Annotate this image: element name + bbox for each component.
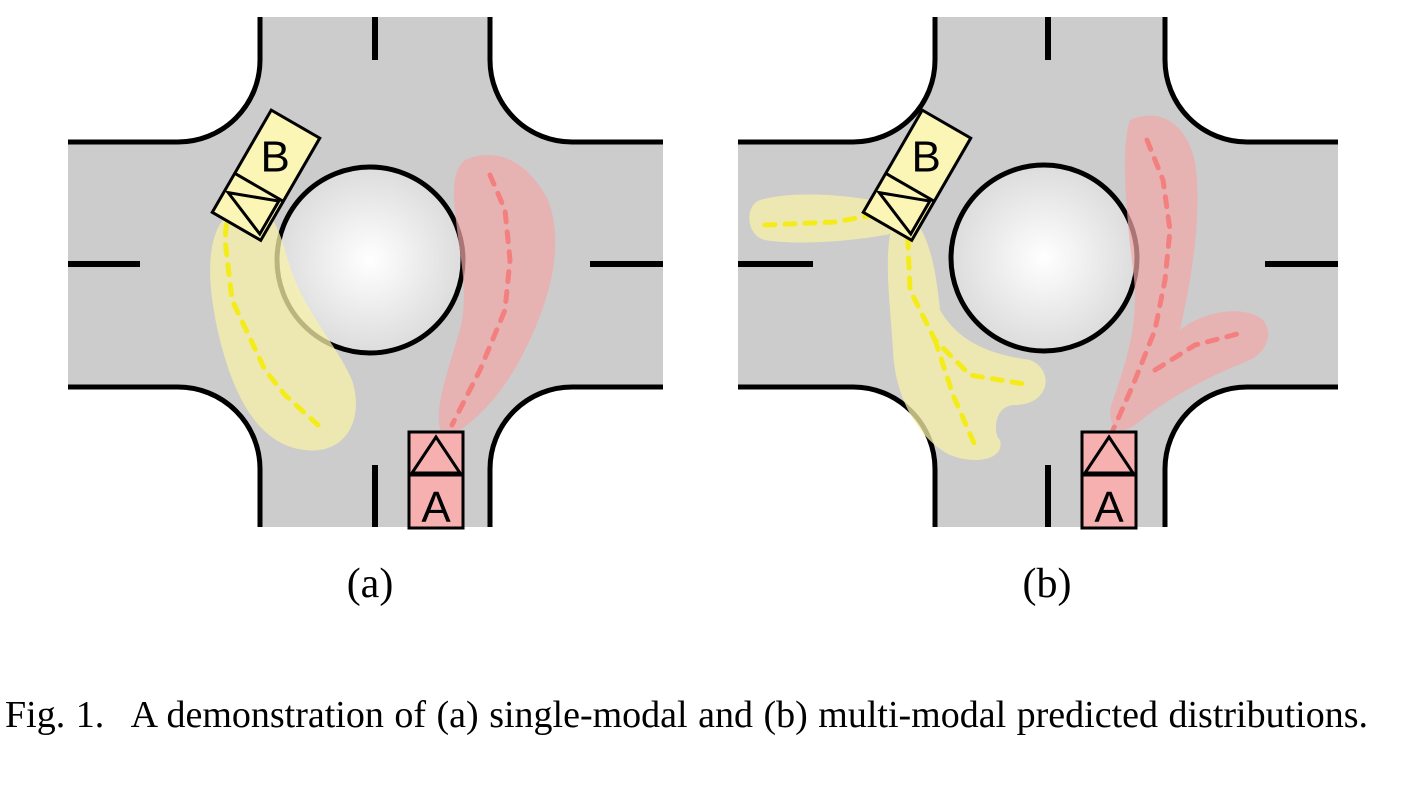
car-a-label: A	[1094, 483, 1124, 532]
car-b: B	[861, 108, 973, 243]
car-b-label: B	[912, 132, 941, 181]
panel-b-diagram: B A	[738, 17, 1338, 532]
lane-markings	[68, 17, 663, 527]
figure-caption: Fig. 1. A demonstration of (a) single-mo…	[5, 693, 1410, 737]
panel-a-diagram: B A	[68, 17, 663, 532]
road-edges	[68, 17, 663, 527]
panel-a-label: (a)	[346, 561, 394, 607]
caption-text: A demonstration of (a) single-modal and …	[130, 694, 1369, 736]
car-a: A	[407, 430, 465, 532]
car-b-predicted-distribution	[210, 202, 356, 451]
car-a-predicted-distribution	[438, 154, 556, 440]
panel-b-label: (b)	[1022, 561, 1072, 607]
car-b-label: B	[261, 132, 290, 181]
car-a-predicted-distribution	[1110, 115, 1269, 433]
lane-markings	[738, 17, 1338, 527]
car-b: B	[210, 108, 322, 243]
roundabout-island	[948, 162, 1140, 354]
car-a: A	[1080, 430, 1138, 532]
figure-number: Fig. 1.	[5, 694, 105, 736]
car-a-label: A	[421, 483, 451, 532]
